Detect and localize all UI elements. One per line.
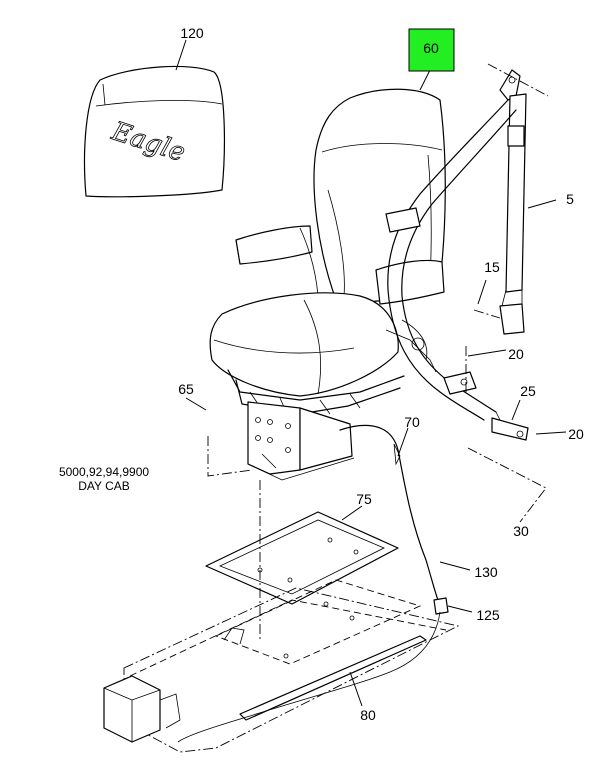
- callout-20-lower: 20: [568, 426, 584, 442]
- callout-65: 65: [178, 381, 194, 397]
- callout-60-highlight: [408, 28, 455, 72]
- callout-80: 80: [360, 707, 376, 723]
- leader-lines: [175, 39, 567, 707]
- callout-120: 120: [180, 25, 204, 41]
- wiring-harness: [177, 424, 449, 743]
- callout-5: 5: [566, 191, 574, 207]
- headrest-part: Eagle: [83, 65, 225, 198]
- callout-75: 75: [356, 491, 372, 507]
- cab-floor-80: [103, 579, 460, 753]
- callout-30: 30: [513, 523, 529, 539]
- seat-assembly: [209, 88, 446, 481]
- callout-15: 15: [484, 259, 500, 275]
- mounting-plate-75: [205, 511, 399, 605]
- callout-70: 70: [404, 414, 420, 430]
- callout-labels: 120 60 5 15 20 65 25 20 70 75 30 130 125…: [59, 25, 584, 723]
- callout-25: 25: [520, 383, 536, 399]
- seat-belt: [385, 69, 529, 441]
- callout-130: 130: [474, 564, 498, 580]
- callout-125: 125: [476, 607, 500, 623]
- callout-60: 60: [423, 40, 439, 56]
- application-note-line1: 5000,92,94,9900: [59, 465, 149, 479]
- application-note-line2: DAY CAB: [78, 479, 130, 493]
- callout-20-upper: 20: [508, 346, 524, 362]
